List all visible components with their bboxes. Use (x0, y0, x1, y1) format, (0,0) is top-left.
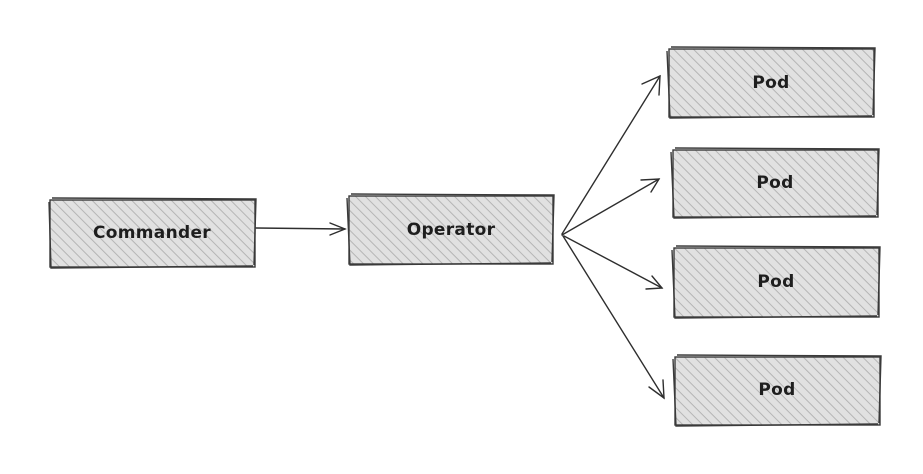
node-pod-4-label: Pod (758, 380, 795, 400)
node-operator: Operator (346, 193, 555, 266)
edge-operator-to-pod3 (563, 235, 664, 290)
edges (255, 74, 665, 400)
node-pod-4: Pod (672, 354, 882, 427)
edge-operator-to-pod2 (561, 178, 661, 236)
node-pod-3: Pod (671, 245, 881, 319)
edge-operator-to-pod4 (562, 235, 665, 400)
edge-operator-to-pod1 (561, 74, 661, 235)
edge-commander-to-operator (255, 222, 347, 236)
node-pod-3-label: Pod (757, 272, 794, 292)
node-pod-1: Pod (666, 46, 876, 119)
node-pod-1-label: Pod (752, 73, 789, 93)
node-commander-label: Commander (93, 223, 211, 243)
node-pod-2: Pod (670, 147, 880, 219)
node-operator-label: Operator (407, 220, 496, 240)
node-pod-2-label: Pod (756, 173, 793, 193)
node-commander: Commander (48, 197, 257, 269)
